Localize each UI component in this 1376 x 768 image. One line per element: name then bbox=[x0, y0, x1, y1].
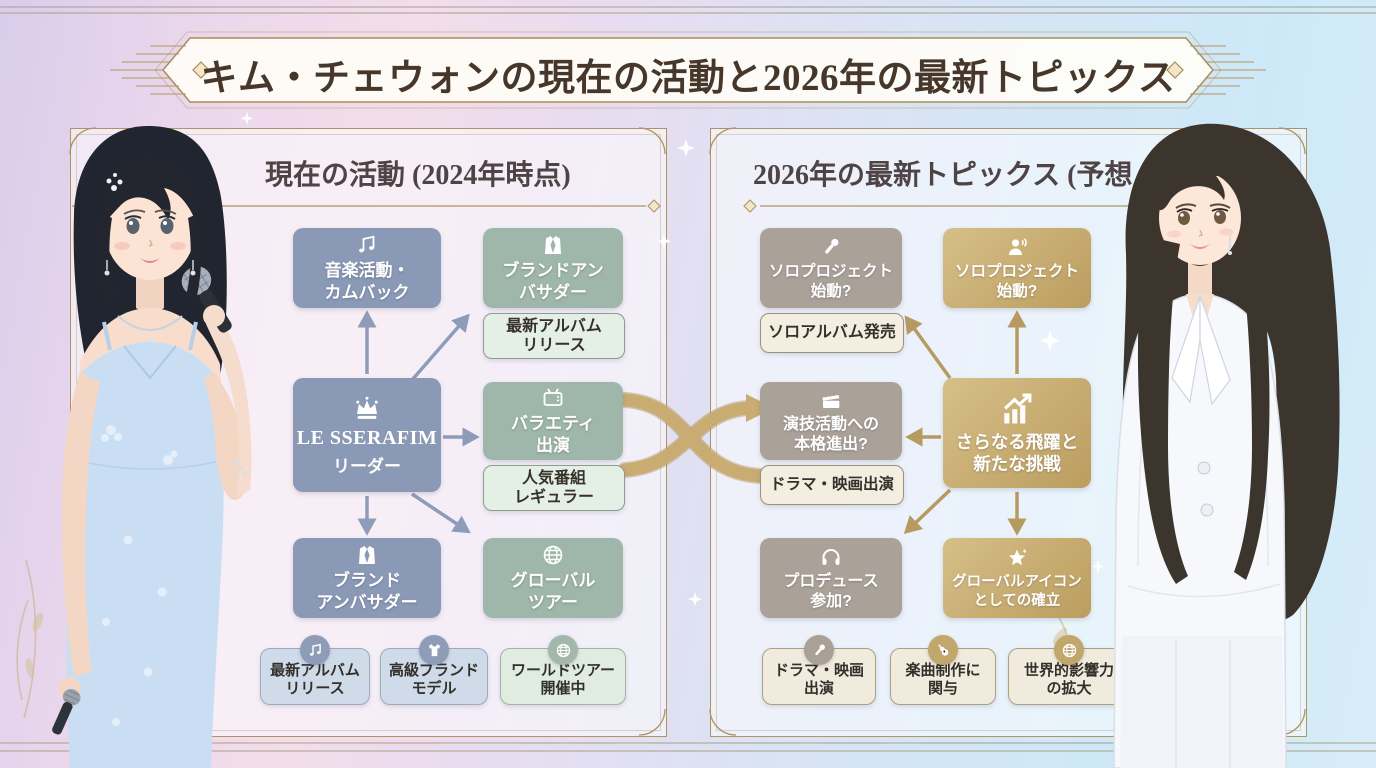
node-global-tour: グローバル ツアー bbox=[483, 538, 623, 618]
node-variety-show: バラエティ 出演 bbox=[483, 382, 623, 460]
growth-chart-icon bbox=[998, 391, 1036, 429]
node-solo-project-left: ソロプロジェクト 始動? bbox=[760, 228, 902, 308]
node-label: バラエティ 出演 bbox=[511, 414, 595, 455]
node-acting-advance: 演技活動への 本格進出? bbox=[760, 382, 902, 460]
guitar-icon bbox=[928, 635, 958, 665]
badge-drama-movie: ドラマ・映画 出演 bbox=[762, 635, 876, 705]
globe-icon bbox=[1054, 635, 1084, 665]
person-icon bbox=[1005, 235, 1029, 259]
badge-world-tour: ワールドツアー 開催中 bbox=[500, 635, 626, 705]
badge-music-production: 楽曲制作に 関与 bbox=[890, 635, 996, 705]
sub-label-drama-movie: ドラマ・映画出演 bbox=[760, 465, 904, 505]
node-further-leap: さらなる飛躍と 新たな挑戦 bbox=[943, 378, 1091, 488]
node-label: 演技活動への 本格進出? bbox=[782, 415, 879, 453]
node-label: 音楽活動・ カムバック bbox=[324, 261, 410, 302]
sub-label-latest-album: 最新アルバム リリース bbox=[483, 313, 625, 359]
star-icon bbox=[1005, 546, 1029, 570]
sub-label-solo-album: ソロアルバム発売 bbox=[760, 313, 904, 353]
node-label: グローバル ツアー bbox=[510, 571, 596, 612]
node-label: ソロプロジェクト 始動? bbox=[768, 263, 893, 300]
suit-icon bbox=[355, 543, 379, 567]
node-le-sserafim-leader: LE SSERAFIM リーダー bbox=[293, 378, 441, 492]
node-label: ブランド アンバサダー bbox=[316, 571, 418, 612]
node-global-icon-establishment: グローバルアイコン としての確立 bbox=[943, 538, 1091, 618]
crown-icon bbox=[352, 394, 382, 424]
node-solo-project-right: ソロプロジェクト 始動? bbox=[943, 228, 1091, 308]
right-figure-illustration bbox=[1113, 123, 1340, 768]
node-label: グローバルアイコン としての確立 bbox=[952, 574, 1082, 609]
music-note-icon bbox=[300, 635, 330, 665]
node-label: ソロプロジェクト 始動? bbox=[954, 263, 1079, 300]
suit-icon bbox=[541, 233, 565, 257]
globe-icon bbox=[548, 635, 578, 665]
tv-icon bbox=[541, 386, 565, 410]
node-music-activity: 音楽活動・ カムバック bbox=[293, 228, 441, 308]
node-label: さらなる飛躍と 新たな挑戦 bbox=[955, 431, 1079, 474]
left-panel-header: 現在の活動 (2024年時点) bbox=[265, 160, 571, 191]
node-produce-participation: プロデュース 参加? bbox=[760, 538, 902, 618]
node-brand-ambassador-bottom: ブランド アンバサダー bbox=[293, 538, 441, 618]
group-name: LE SSERAFIM bbox=[296, 426, 438, 449]
node-label: プロデュース 参加? bbox=[783, 572, 879, 610]
left-figure-illustration bbox=[52, 126, 252, 768]
infographic-title: キム・チェウォンの現在の活動と2026年の最新トピックス bbox=[200, 58, 1176, 99]
clapperboard-icon bbox=[819, 388, 843, 412]
microphone-icon bbox=[819, 235, 843, 259]
tshirt-icon bbox=[419, 635, 449, 665]
microphone-icon bbox=[804, 635, 834, 665]
white-pants bbox=[1120, 636, 1284, 768]
node-brand-ambassador-top: ブランドアン バサダー bbox=[483, 228, 623, 308]
role-label: リーダー bbox=[333, 456, 401, 476]
badge-luxury-brand-model: 高級ブランド モデル bbox=[380, 635, 488, 705]
headphones-icon bbox=[819, 545, 843, 569]
music-note-icon bbox=[355, 233, 379, 257]
globe-icon bbox=[541, 543, 565, 567]
sub-label-popular-show: 人気番組 レギュラー bbox=[483, 465, 625, 511]
node-label: ブランドアン バサダー bbox=[502, 261, 604, 302]
